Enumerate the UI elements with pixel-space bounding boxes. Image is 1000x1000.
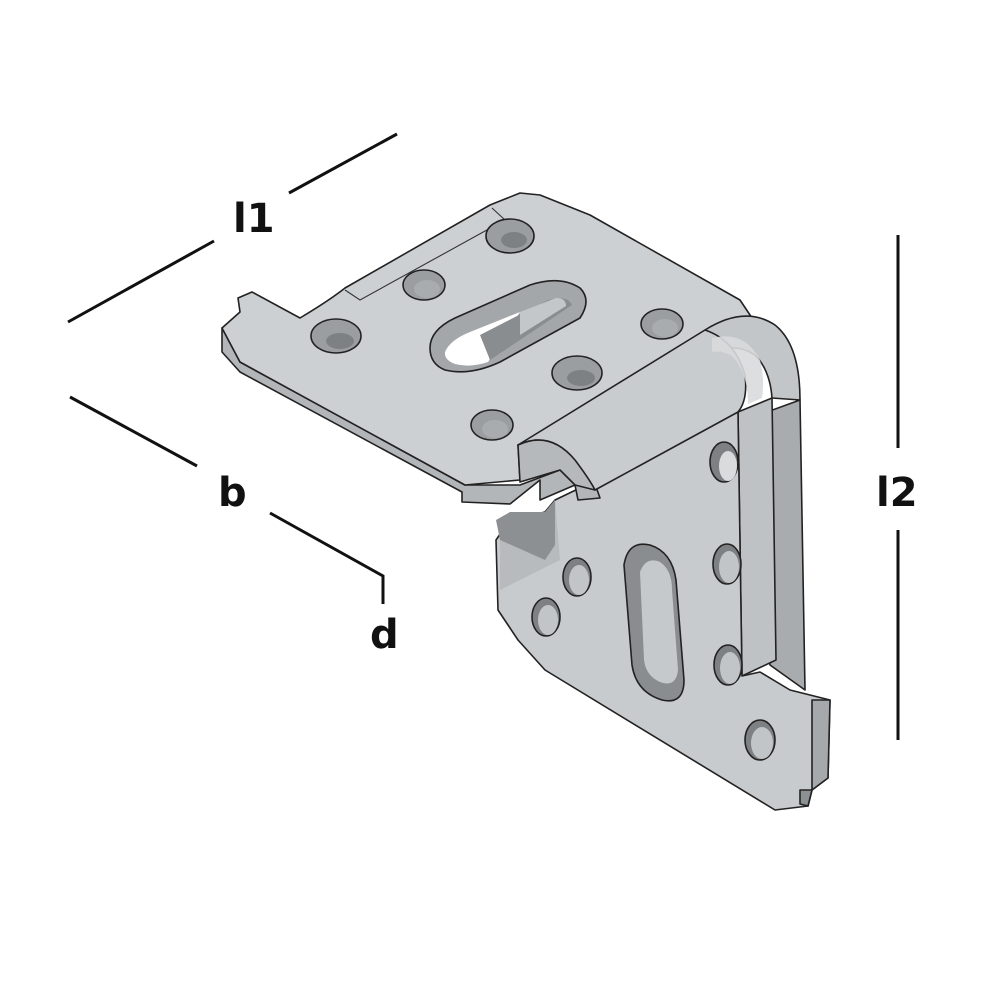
- vertical-hole-left-lower-inner: [538, 605, 558, 635]
- horizontal-plate-back-rim: [344, 207, 506, 301]
- vertical-plate-notch: [799, 789, 813, 807]
- top-hole-back-inner: [501, 232, 527, 248]
- top-hole-right-upper-inner: [652, 319, 678, 337]
- vertical-plate-holes: [531, 441, 776, 761]
- l1-dimension-line-upper: [288, 132, 398, 195]
- dimension-label-l1: l1: [233, 196, 275, 242]
- vertical-hole-bottom-inner: [751, 727, 773, 759]
- vertical-plate-tab-side: [811, 699, 831, 791]
- horizontal-plate-holes: [310, 218, 684, 441]
- b-dimension-line-left: [69, 395, 198, 468]
- dimension-label-b: b: [218, 470, 247, 516]
- top-hole-left-inner: [326, 333, 354, 349]
- vertical-hole-left-upper-inner: [569, 565, 589, 595]
- bend-highlight: [712, 336, 764, 404]
- dimension-lines: [67, 132, 900, 740]
- top-hole-right-inner: [567, 370, 595, 386]
- top-slot-inner-light: [520, 298, 566, 335]
- b-dimension-line-right: [269, 511, 385, 604]
- vertical-hole-upper-right-inner: [719, 451, 737, 481]
- vertical-plate-bend-face: [737, 397, 777, 677]
- bend-gusset-end: [517, 439, 596, 491]
- top-hole-front-inner: [482, 420, 508, 438]
- angle-bracket: [221, 192, 831, 811]
- bend-shadow: [496, 500, 555, 560]
- l1-dimension-line-lower: [67, 239, 215, 324]
- dimension-label-d: d: [370, 612, 399, 658]
- vertical-hole-lower-right-inner: [720, 652, 740, 684]
- vertical-slot-inner: [640, 560, 678, 684]
- vertical-hole-mid-right-inner: [719, 551, 739, 583]
- dimension-label-l2: l2: [876, 470, 918, 516]
- top-hole-left-upper-inner: [414, 280, 440, 298]
